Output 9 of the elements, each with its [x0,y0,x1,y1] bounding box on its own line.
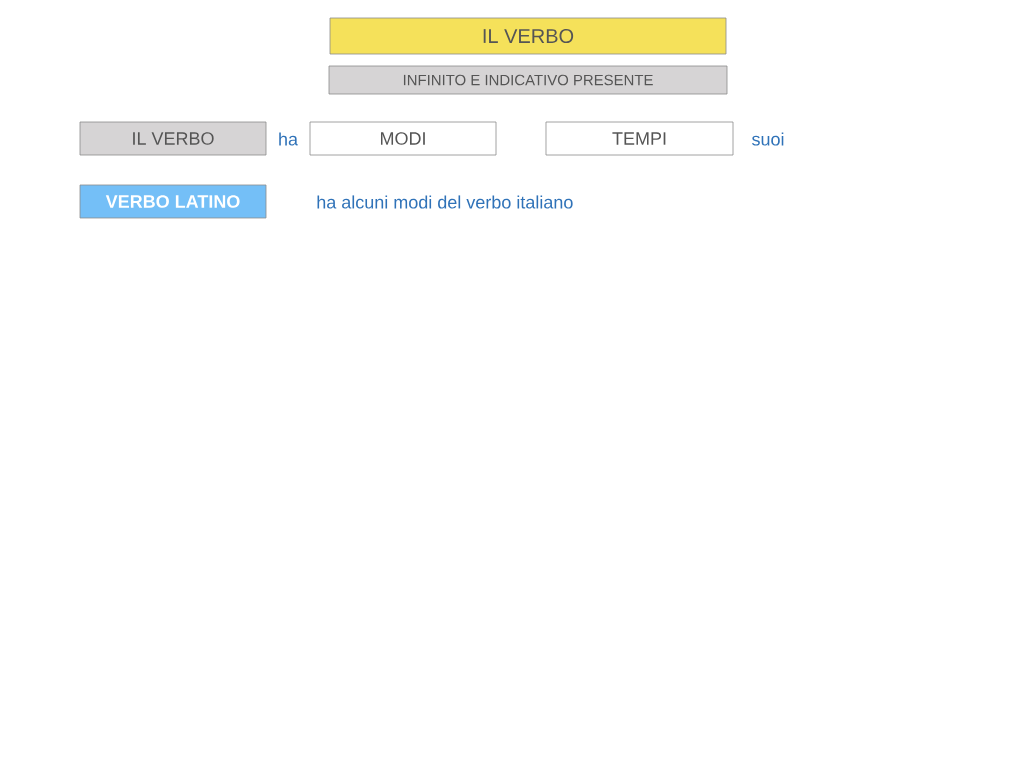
connecting-text: suoi [752,132,784,146]
highlight-box: VERBO LATINO [79,184,267,219]
subtitle-box: INFINITO E INDICATIVO PRESENTE [328,65,728,95]
concept-box: TEMPI [545,121,734,156]
concept-box: MODI [309,121,497,156]
title-box: IL VERBO [329,17,727,55]
connecting-text: ha alcuni modi del verbo italiano [317,195,573,209]
connecting-text: ha [279,132,298,146]
concept-box: IL VERBO [79,121,267,156]
